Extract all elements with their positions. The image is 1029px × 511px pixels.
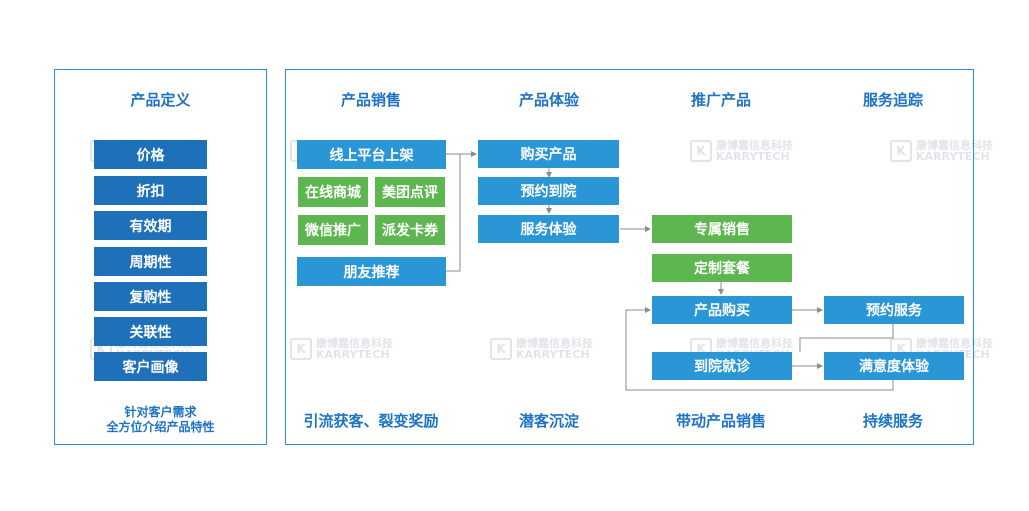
hospital-visit-box: 到院就诊 (652, 352, 792, 380)
definition-item-discount: 折扣 (94, 176, 207, 205)
promote-column-title: 推广产品 (690, 91, 751, 109)
product-definition-title: 产品定义 (130, 91, 191, 109)
tracking-bottom-caption: 持续服务 (862, 412, 923, 430)
friend-referral-box: 朋友推荐 (297, 257, 446, 286)
logo-icon: K (490, 338, 512, 360)
wechat-promotion-box: 微信推广 (298, 215, 368, 245)
sales-column-title: 产品销售 (340, 91, 401, 109)
online-platform-box: 线上平台上架 (297, 140, 446, 169)
sales-bottom-caption: 引流获客、裂变奖励 (303, 412, 439, 430)
logo-icon: K (290, 338, 312, 360)
line-friend-to-buy (446, 154, 461, 272)
line-booking-to-visit (799, 324, 894, 352)
service-experience-box: 服务体验 (478, 215, 619, 243)
logo-icon: K (690, 140, 712, 162)
buy-product-box: 购买产品 (478, 140, 619, 168)
definition-item-repurchase: 复购性 (94, 282, 207, 311)
definition-item-relevance: 关联性 (94, 317, 207, 346)
definition-item-periodicity: 周期性 (94, 247, 207, 276)
tracking-column-title: 服务追踪 (862, 91, 923, 109)
exclusive-sales-box: 专属销售 (652, 215, 792, 243)
experience-column-title: 产品体验 (518, 91, 579, 109)
meituan-box: 美团点评 (375, 177, 445, 207)
logo-icon: K (890, 140, 912, 162)
product-purchase-box: 产品购买 (652, 296, 792, 324)
booking-service-box: 预约服务 (824, 296, 964, 324)
promote-bottom-caption: 带动产品销售 (675, 412, 766, 430)
book-visit-box: 预约到院 (478, 177, 619, 205)
definition-item-validity: 有效期 (94, 211, 207, 240)
definition-item-price: 价格 (94, 140, 207, 169)
product-definition-panel (54, 69, 267, 445)
definition-note-line2: 全方位介绍产品特性 (106, 420, 215, 434)
online-mall-box: 在线商城 (298, 177, 368, 207)
experience-bottom-caption: 潜客沉淀 (518, 412, 579, 430)
coupon-box: 派发卡券 (375, 215, 445, 245)
definition-item-customer-profile: 客户画像 (94, 352, 207, 381)
definition-note-line1: 针对客户需求 (124, 405, 197, 419)
process-panel (285, 69, 974, 445)
custom-package-box: 定制套餐 (652, 254, 792, 282)
arrow-satisfaction-loop-to-purchase (625, 307, 894, 391)
satisfaction-box: 满意度体验 (824, 352, 964, 380)
definition-note: 针对客户需求 全方位介绍产品特性 (54, 405, 267, 435)
